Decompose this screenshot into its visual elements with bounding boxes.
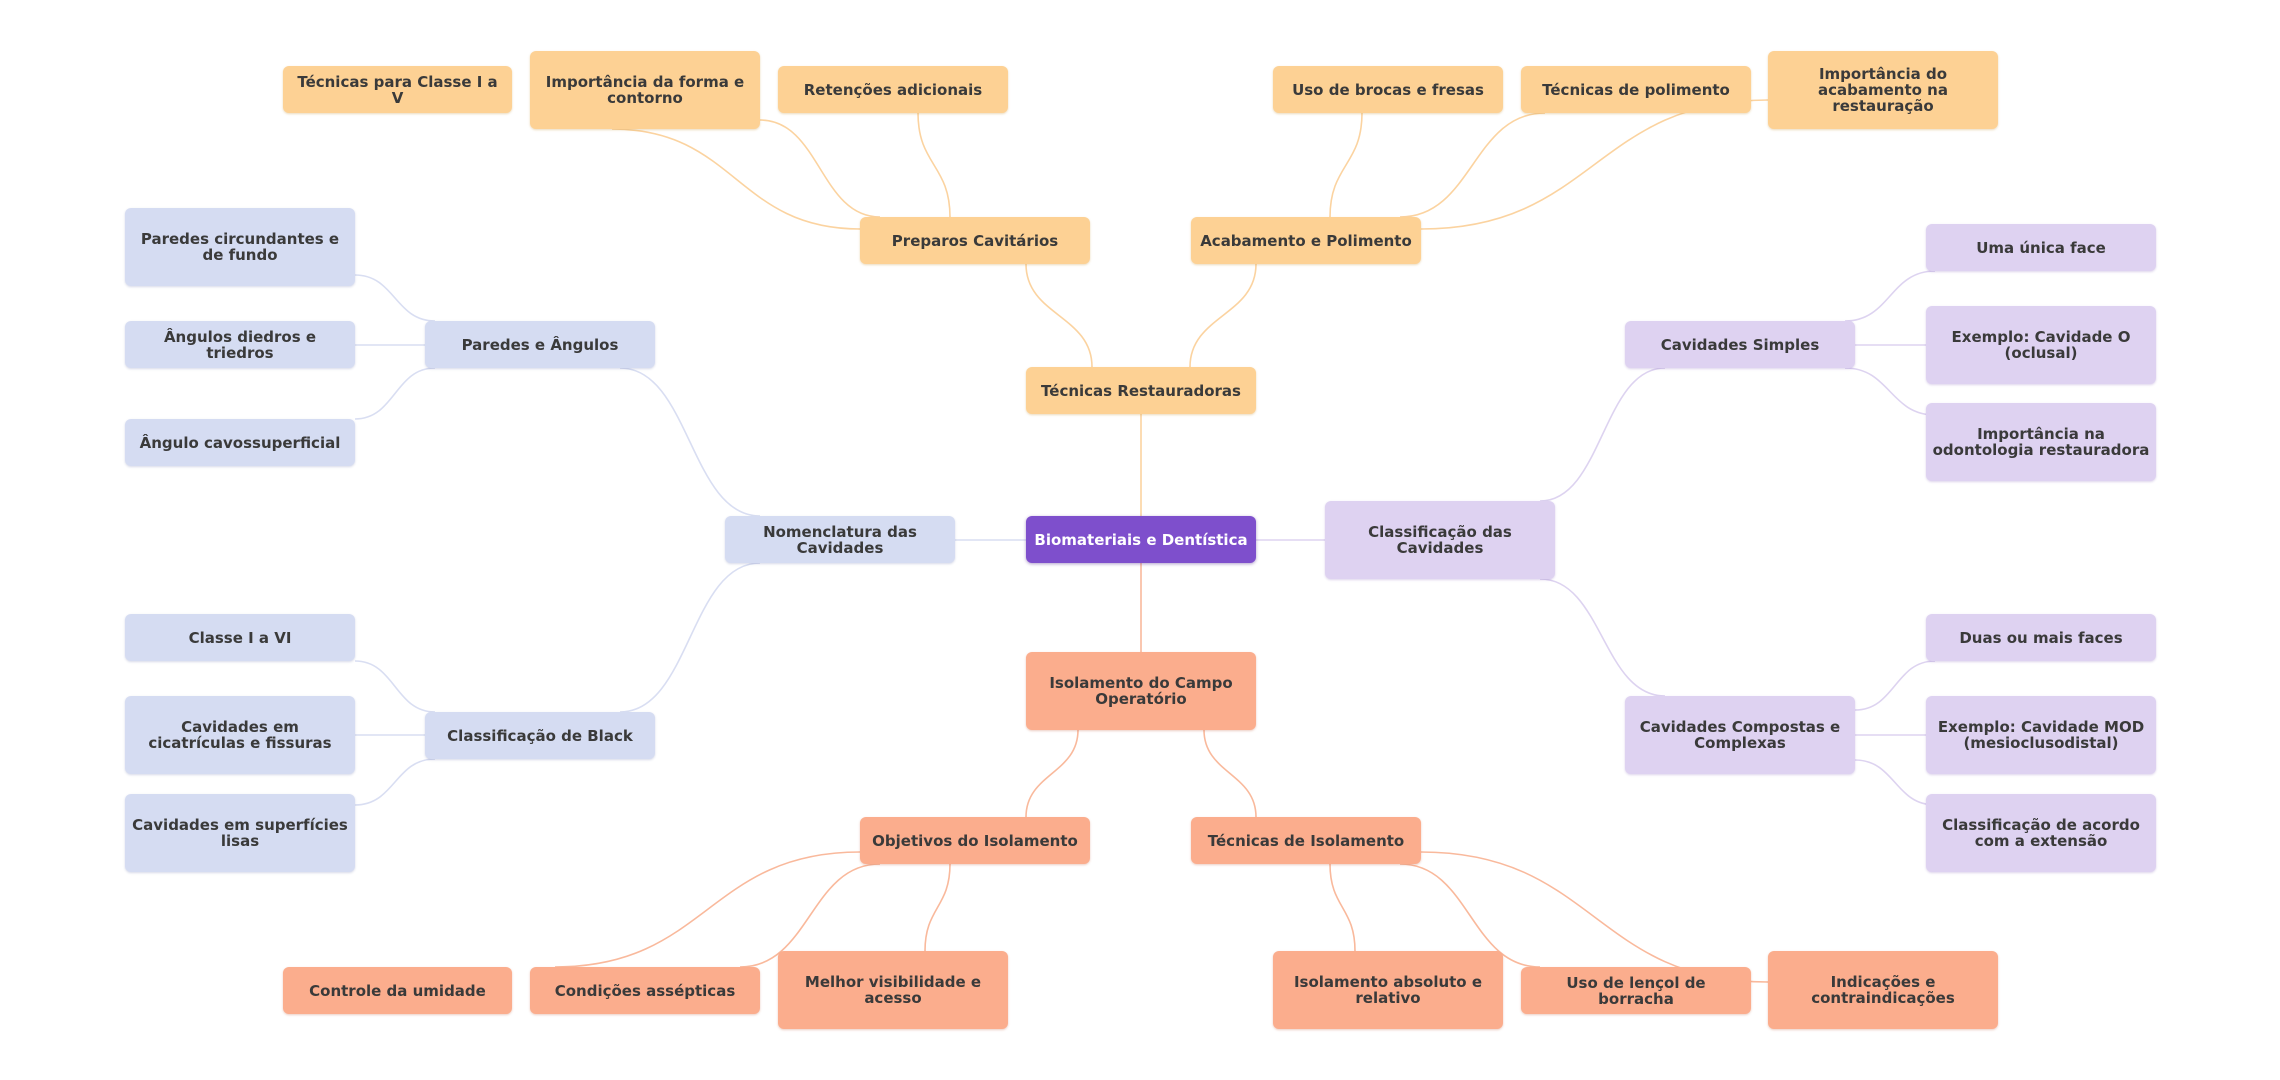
edge-objetivos-umidade [554,851,861,968]
node-classe-i-vi[interactable]: Classe I a VI [125,614,355,661]
node-forma-contorno[interactable]: Importância da forma e contorno [530,51,760,129]
node-exemplo-mod[interactable]: Exemplo: Cavidade MOD (mesioclusodistal) [1926,696,2156,774]
node-classificacao-black[interactable]: Classificação de Black [425,712,655,759]
node-controle-umidade[interactable]: Controle da umidade [283,967,512,1014]
edge-acabamento-brocas [1329,112,1363,218]
node-visibilidade-acesso[interactable]: Melhor visibilidade e acesso [778,951,1008,1029]
edge-classificacao-compostas [1539,578,1666,697]
node-indicacoes[interactable]: Indicações e contraindicações [1768,951,1998,1029]
node-objetivos-isolamento[interactable]: Objetivos do Isolamento [860,817,1090,864]
node-preparos-cavitarios[interactable]: Preparos Cavitários [860,217,1090,264]
edge-classificacao-simples [1539,367,1666,502]
edge-tecnicas-lencol [1399,863,1541,968]
node-uma-face[interactable]: Uma única face [1926,224,2156,271]
center-node[interactable]: Biomateriais e Dentística [1026,516,1256,563]
edge-paredes-circundantes [354,274,436,322]
node-isolamento-campo[interactable]: Isolamento do Campo Operatório [1026,652,1256,730]
edge-preparos-retencoes [917,112,951,218]
edge-objetivos-visibilidade [924,863,951,952]
edge-preparos-forma [759,119,881,218]
node-superficies-lisas[interactable]: Cavidades em superfícies lisas [125,794,355,872]
edge-objetivos-assepticas [739,863,881,968]
node-brocas-fresas[interactable]: Uso de brocas e fresas [1273,66,1503,113]
node-condicoes-assepticas[interactable]: Condições assépticas [530,967,760,1014]
edge-isolamento-tecnicas [1203,729,1257,818]
edge-nomenclatura-paredes [619,367,761,517]
node-isolamento-absoluto[interactable]: Isolamento absoluto e relativo [1273,951,1503,1029]
edge-simples-importancia [1844,367,1936,416]
edge-tecnicas-preparos [1025,263,1093,368]
node-cicatriculas[interactable]: Cavidades em cicatrículas e fissuras [125,696,355,774]
node-paredes-angulos[interactable]: Paredes e Ângulos [425,321,655,368]
node-importancia-odontologia[interactable]: Importância na odontologia restauradora [1926,403,2156,481]
node-paredes-circundantes[interactable]: Paredes circundantes e de fundo [125,208,355,286]
node-importancia-acabamento[interactable]: Importância do acabamento na restauração [1768,51,1998,129]
node-lencol-borracha[interactable]: Uso de lençol de borracha [1521,967,1751,1014]
node-cavidades-simples[interactable]: Cavidades Simples [1625,321,1855,368]
edge-preparos-classe [611,128,861,230]
edge-nomenclatura-black [619,562,761,713]
node-tecnicas-restauradoras[interactable]: Técnicas Restauradoras [1026,367,1256,414]
edge-isolamento-objetivos [1025,729,1079,818]
node-cavidades-compostas[interactable]: Cavidades Compostas e Complexas [1625,696,1855,774]
node-extensao[interactable]: Classificação de acordo com a extensão [1926,794,2156,872]
node-tecnicas-polimento[interactable]: Técnicas de polimento [1521,66,1751,113]
node-angulos-diedros[interactable]: Ângulos diedros e triedros [125,321,355,368]
node-tecnicas-classe[interactable]: Técnicas para Classe I a V [283,66,512,113]
node-duas-faces[interactable]: Duas ou mais faces [1926,614,2156,661]
node-nomenclatura[interactable]: Nomenclatura das Cavidades [725,516,955,563]
edge-tecnicas-absoluto [1329,863,1356,952]
edge-compostas-duas [1854,660,1936,711]
node-tecnicas-isolamento[interactable]: Técnicas de Isolamento [1191,817,1421,864]
node-retencoes[interactable]: Retenções adicionais [778,66,1008,113]
node-acabamento-polimento[interactable]: Acabamento e Polimento [1191,217,1421,264]
edge-simples-uma [1844,270,1936,322]
edge-compostas-extensao [1854,759,1936,806]
node-classificacao-cavidades[interactable]: Classificação das Cavidades [1325,501,1555,579]
edge-acabamento-polimento [1399,112,1546,218]
node-angulo-cavossuperficial[interactable]: Ângulo cavossuperficial [125,419,355,466]
edge-paredes-cavossuperficial [354,367,436,420]
node-exemplo-oclusal[interactable]: Exemplo: Cavidade O (oclusal) [1926,306,2156,384]
edge-black-classe [354,660,436,713]
edge-black-superficies [354,758,436,806]
edge-tecnicas-acabamento [1189,263,1257,368]
